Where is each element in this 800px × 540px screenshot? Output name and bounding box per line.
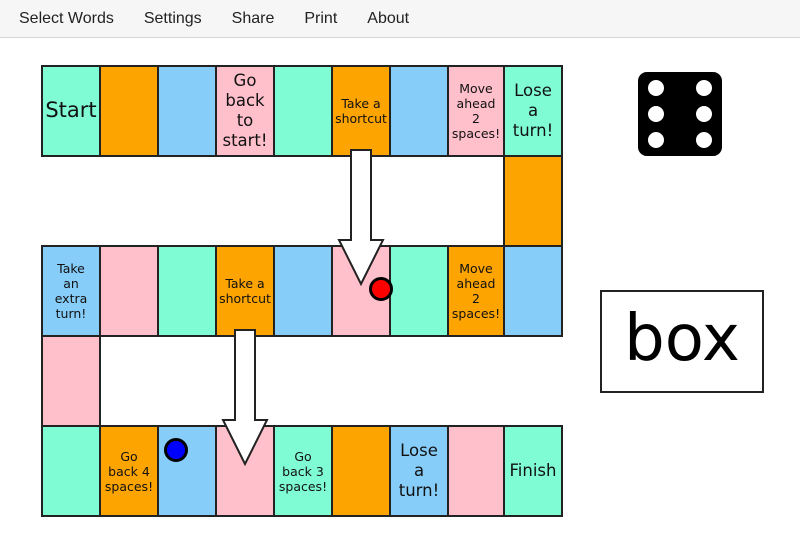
board-cell-label: Take an extra turn! [54, 261, 88, 321]
red-player-piece [369, 277, 393, 301]
board-cell [99, 65, 159, 157]
shortcut-arrow [221, 329, 269, 466]
board-cell: Move ahead 2 spaces! [447, 245, 505, 337]
board-cell: Take a shortcut [215, 245, 275, 337]
board-cell-label: Move ahead 2 spaces! [451, 261, 501, 321]
board-cell: Start [41, 65, 101, 157]
board-cell [273, 65, 333, 157]
board-cell [331, 425, 391, 517]
board-cell: Take a shortcut [331, 65, 391, 157]
board-cell [157, 425, 217, 517]
board-cell [99, 245, 159, 337]
board-cell: Take an extra turn! [41, 245, 101, 337]
board-cell-label: Finish [509, 461, 557, 481]
die-pip [696, 80, 712, 96]
board-cell [503, 155, 563, 247]
board-cell: Go back 3 spaces! [273, 425, 333, 517]
board-cell [41, 425, 101, 517]
board-cell: Move ahead 2 spaces! [447, 65, 505, 157]
board-cell [447, 425, 505, 517]
die-pip [648, 80, 664, 96]
board-cell-label: Lose a turn! [398, 441, 440, 500]
die-pip [648, 132, 664, 148]
board-cell: Finish [503, 425, 563, 517]
die-pip [696, 132, 712, 148]
word-card-text: box [624, 301, 740, 376]
board-cell [157, 245, 217, 337]
menu-print[interactable]: Print [304, 9, 338, 27]
die-pip [696, 106, 712, 122]
board-cell [503, 245, 563, 337]
board-cell-label: Take a shortcut [219, 276, 271, 306]
die-icon[interactable] [638, 72, 722, 156]
board-cell-label: Go back to start! [222, 71, 268, 150]
board-cell: Lose a turn! [503, 65, 563, 157]
board-cell-label: Go back 4 spaces! [104, 448, 154, 494]
board-cell [41, 335, 101, 427]
board-cell: Go back 4 spaces! [99, 425, 159, 517]
board-cell-label: Go back 3 spaces! [278, 448, 328, 494]
word-card: box [600, 290, 764, 393]
menu-share[interactable]: Share [231, 9, 275, 27]
board-cell: Lose a turn! [389, 425, 449, 517]
die-pip [648, 106, 664, 122]
menu-select-words[interactable]: Select Words [19, 9, 114, 27]
blue-player-piece [164, 438, 188, 462]
board-cell [389, 245, 449, 337]
shortcut-arrow [337, 149, 385, 286]
board-cell [273, 245, 333, 337]
board-cell-label: Move ahead 2 spaces! [451, 81, 501, 141]
board-cell-label: Start [45, 98, 97, 123]
board-cell: Go back to start! [215, 65, 275, 157]
menu-bar: Select Words Settings Share Print About [0, 0, 800, 38]
menu-about[interactable]: About [367, 9, 410, 27]
board-cell-label: Lose a turn! [512, 81, 554, 140]
board-cell [389, 65, 449, 157]
board-cell-label: Take a shortcut [335, 96, 387, 126]
menu-settings[interactable]: Settings [143, 9, 202, 27]
board-cell [157, 65, 217, 157]
